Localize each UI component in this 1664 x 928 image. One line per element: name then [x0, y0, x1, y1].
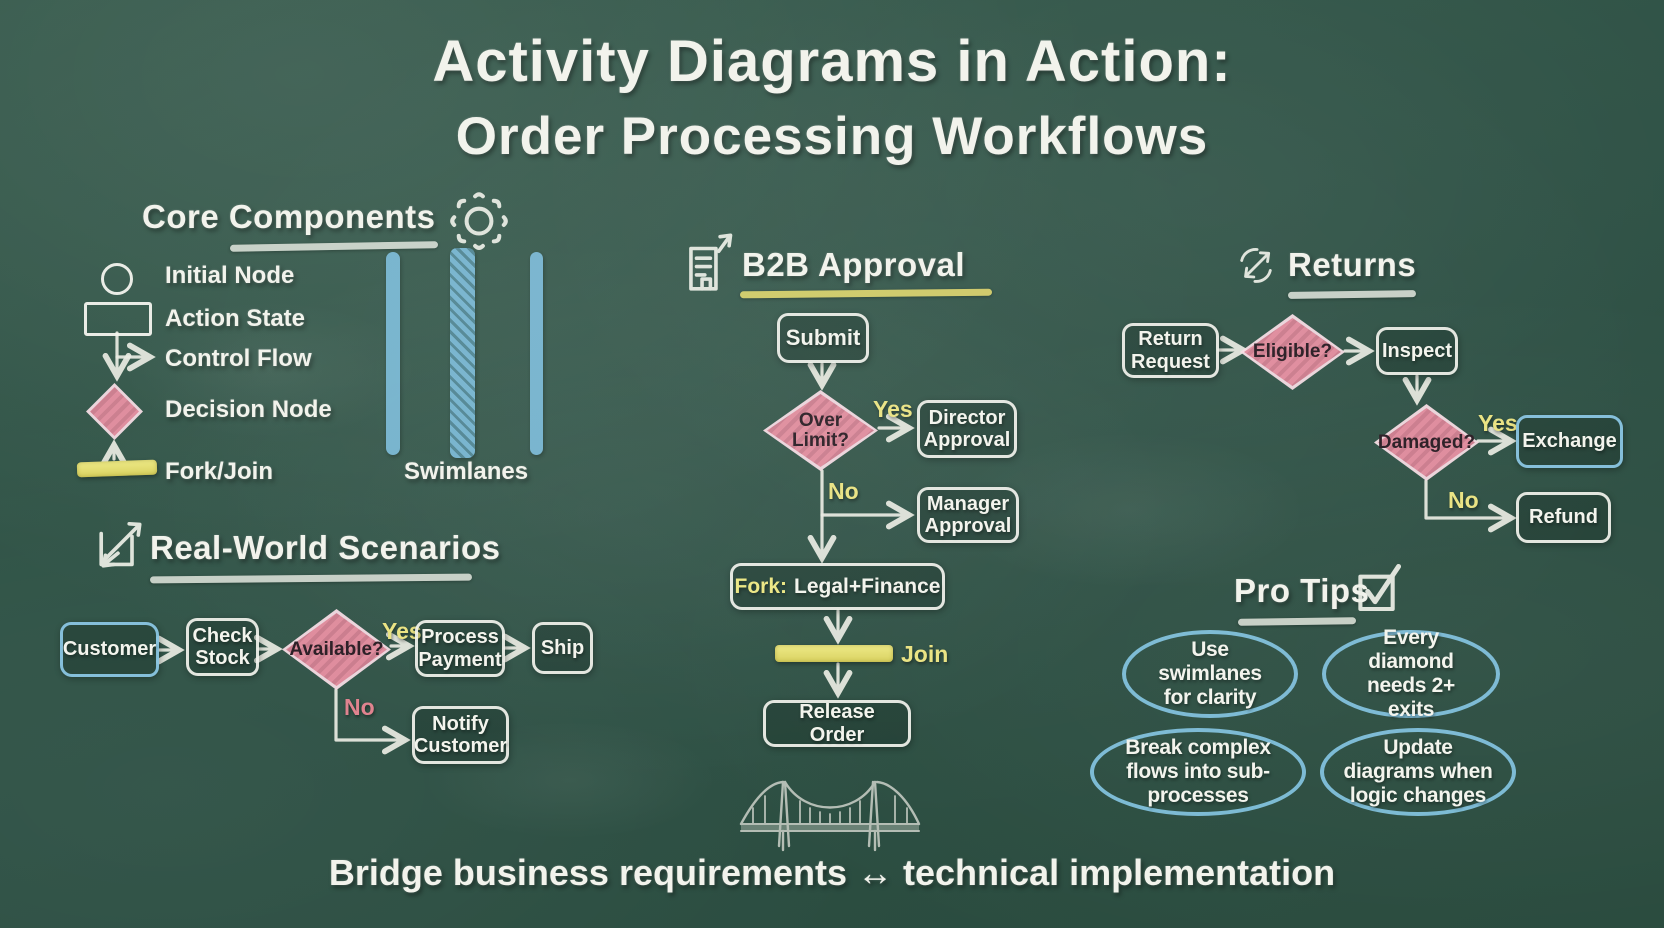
swimlane-bar	[530, 252, 543, 455]
tip-diamond-exits: Every diamond needs 2+ exits	[1322, 626, 1500, 721]
notify-customer-node: Notify Customer	[412, 706, 509, 764]
action-state-symbol	[84, 302, 152, 336]
scenario-no-label: No	[344, 694, 375, 720]
manager-approval-node: Manager Approval	[917, 487, 1019, 543]
arrow-damaged-no-refund	[1424, 479, 1511, 518]
return-request-node: Return Request	[1122, 323, 1219, 378]
fork-node: Fork: Legal+Finance	[730, 563, 945, 610]
legend-control-flow: Control Flow	[165, 345, 312, 372]
fork-prefix: Fork:	[734, 574, 788, 598]
join-bar	[775, 645, 893, 662]
exchange-arrows-icon	[1240, 248, 1272, 283]
release-order-node: Release Order	[763, 700, 911, 747]
arrow-available-no-notify	[334, 688, 405, 740]
initial-node-symbol	[101, 263, 133, 295]
swimlane-bar-hatched	[450, 248, 475, 458]
b2b-approval-heading: B2B Approval	[742, 246, 965, 283]
fork-label: Legal+Finance	[794, 574, 941, 598]
process-payment-node: Process Payment	[415, 620, 505, 677]
b2b-yes-label: Yes	[873, 396, 913, 422]
fork-join-symbol	[76, 459, 158, 478]
customer-node: Customer	[60, 622, 159, 677]
real-world-heading: Real-World Scenarios	[150, 529, 501, 566]
tip-update-diagrams: Update diagrams when logic changes	[1320, 728, 1516, 816]
pro-tips-heading: Pro Tips	[1234, 572, 1370, 609]
returns-yes-label: Yes	[1478, 410, 1518, 436]
returns-heading: Returns	[1288, 246, 1417, 283]
legend-decision-node: Decision Node	[165, 396, 332, 423]
task-plan-icon	[99, 521, 142, 568]
tip-swimlanes: Use swimlanes for clarity	[1122, 630, 1298, 718]
legend-initial-node: Initial Node	[165, 262, 295, 289]
main-title-line2: Order Processing Workflows	[455, 107, 1209, 166]
director-approval-node: Director Approval	[917, 400, 1017, 458]
tip-sub-processes: Break complex flows into sub-processes	[1090, 728, 1306, 816]
legend-fork-join: Fork/Join	[165, 458, 274, 485]
join-label: Join	[901, 641, 949, 667]
exchange-node: Exchange	[1516, 415, 1623, 468]
check-stock-node: Check Stock	[186, 618, 259, 676]
ship-node: Ship	[532, 622, 593, 674]
refund-node: Refund	[1516, 492, 1611, 543]
available-decision: Available?	[282, 609, 391, 690]
eligible-decision: Eligible?	[1240, 314, 1345, 390]
gear-icon	[450, 192, 508, 250]
suspension-bridge-sketch	[739, 780, 921, 852]
returns-no-label: No	[1448, 487, 1479, 513]
building-growth-icon	[689, 233, 733, 291]
damaged-decision: Damaged?	[1374, 404, 1479, 481]
footer-tagline: Bridge business requirements ↔ technical…	[328, 852, 1336, 893]
core-components-heading: Core Components	[142, 198, 436, 235]
main-title-line1: Activity Diagrams in Action:	[432, 29, 1232, 94]
b2b-no-label: No	[828, 478, 859, 504]
over-limit-decision: Over Limit?	[763, 390, 878, 471]
inspect-node: Inspect	[1376, 327, 1458, 375]
decision-node-symbol	[86, 383, 143, 440]
swimlanes-label: Swimlanes	[404, 458, 529, 485]
submit-node: Submit	[777, 313, 869, 363]
swimlane-bar	[386, 252, 400, 455]
legend-action-state: Action State	[165, 305, 306, 332]
checkbox-icon	[1358, 563, 1402, 612]
